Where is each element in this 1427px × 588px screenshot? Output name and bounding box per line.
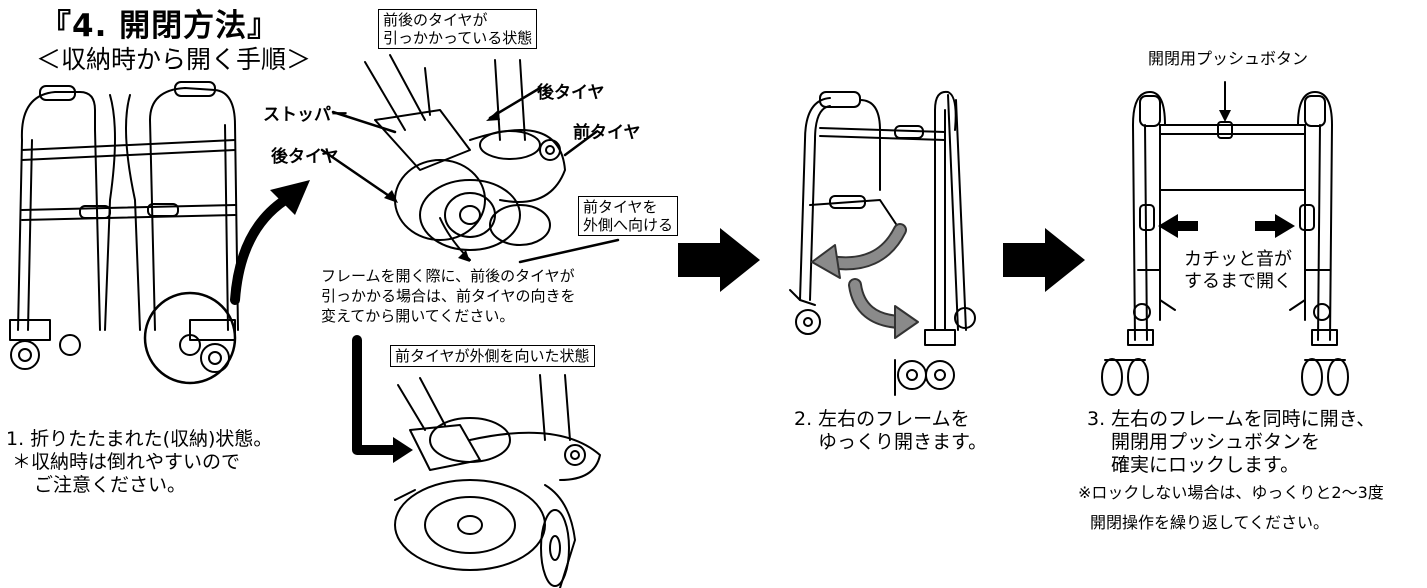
stopper-label: ストッパー (263, 105, 348, 125)
step3-line2: 開閉用プッシュボタンを (1111, 431, 1321, 453)
step1-caption: 1. 折りたたまれた(収納)状態。 ＊収納時は倒れやすいので ご注意ください。 (6, 428, 272, 497)
folded-walker-illustration (9, 81, 239, 385)
click-sound-note: カチッと音が するまで開く (1184, 249, 1292, 293)
push-button-label: 開閉用プッシュボタン (1148, 49, 1309, 68)
click-sound-line1: カチッと音が (1184, 249, 1292, 270)
turn-front-tire-callout: 前タイヤを 外側へ向ける (578, 196, 679, 236)
front-tire-label: 前タイヤ (573, 123, 641, 143)
step2-line1: 2. 左右のフレームを (794, 408, 970, 430)
step1-line2: ＊収納時は倒れやすいので (12, 451, 241, 473)
hooking-note-line3: 変えてから開いてください。 (321, 307, 515, 325)
step3-caption: 3. 左右のフレームを同時に開き、 開閉用プッシュボタンを 確実にロックします。 (1087, 408, 1375, 477)
step2-line2: ゆっくり開きます。 (818, 431, 988, 453)
lock-warning-line1: ※ロックしない場合は、ゆっくりと2～3度 (1078, 483, 1384, 502)
step1-line3: ご注意ください。 (34, 474, 187, 496)
hooking-note: フレームを開く際に、前後のタイヤが 引っかかる場合は、前タイヤの向きを 変えてか… (321, 266, 576, 326)
open-walker-illustration (1101, 91, 1349, 396)
tire-detail-top-illustration (320, 54, 620, 264)
hooking-note-line1: フレームを開く際に、前後のタイヤが (321, 267, 575, 285)
rear-tire-label-a: 後タイヤ (537, 83, 605, 103)
step3-line3: 確実にロックします。 (1111, 454, 1300, 476)
step3-line1: 3. 左右のフレームを同時に開き、 (1087, 408, 1376, 430)
tire-detail-bottom-illustration (394, 374, 601, 588)
opening-walker-illustration (789, 90, 976, 396)
page-subtitle: ＜収納時から開く手順＞ (36, 45, 312, 74)
turn-front-tire-line2: 外側へ向ける (583, 216, 674, 234)
hooking-note-line2: 引っかかる場合は、前タイヤの向きを (321, 287, 576, 305)
turn-front-tire-line1: 前タイヤを (583, 198, 658, 216)
step1-line1: 1. 折りたたまれた(収納)状態。 (6, 428, 273, 450)
page-title: 『4. 開閉方法』 (40, 8, 280, 44)
rear-tire-label-b: 後タイヤ (271, 147, 339, 167)
lock-warning-line2: 開閉操作を繰り返してください。 (1090, 513, 1330, 532)
hooked-tires-callout: 前後のタイヤが 引っかかっている状態 (378, 9, 538, 49)
click-sound-line2: するまで開く (1184, 271, 1292, 292)
hooked-tires-line1: 前後のタイヤが (383, 11, 488, 29)
turned-tire-callout: 前タイヤが外側を向いた状態 (390, 345, 595, 367)
step2-caption: 2. 左右のフレームを ゆっくり開きます。 (794, 408, 987, 454)
lock-warning: ※ロックしない場合は、ゆっくりと2～3度 開閉操作を繰り返してください。 (1078, 482, 1384, 534)
hooked-tires-line2: 引っかかっている状態 (383, 29, 533, 47)
